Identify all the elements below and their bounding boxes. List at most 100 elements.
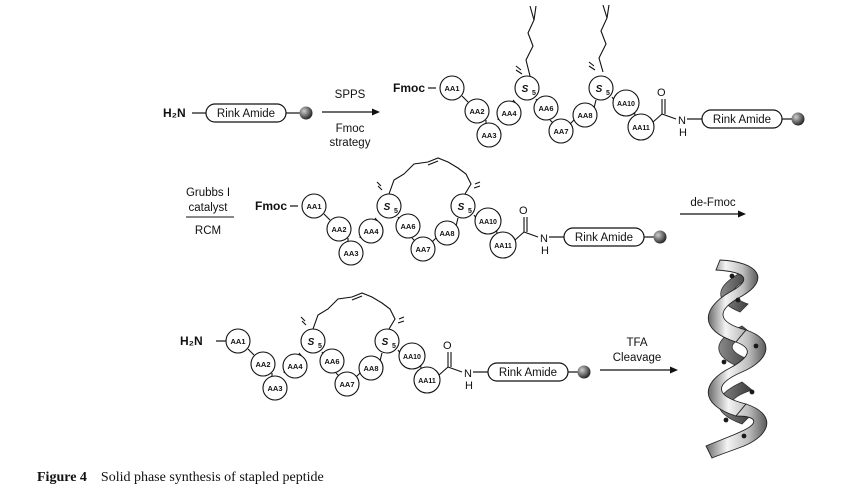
- olefin-side-chain: [515, 5, 537, 77]
- svg-text:AA7: AA7: [415, 245, 430, 254]
- res-aa2: AA2: [250, 351, 276, 377]
- svg-text:AA2: AA2: [255, 360, 270, 369]
- svg-text:N: N: [464, 368, 472, 380]
- spps-label: SPPS: [335, 89, 366, 101]
- alpha-helix-ribbon: [705, 259, 768, 459]
- resin-bead: [577, 365, 591, 379]
- svg-text:AA1: AA1: [444, 84, 459, 93]
- amide-n: N: [678, 115, 686, 127]
- res-aa4: AA4: [358, 218, 384, 244]
- fmoc-label: Fmoc: [393, 81, 425, 95]
- fmoc-strategy-line2: strategy: [330, 137, 371, 149]
- svg-text:5: 5: [392, 343, 396, 350]
- res-aa6: AA6: [319, 348, 345, 374]
- res-aa11: AA11: [489, 231, 517, 259]
- h2n-label: H₂N: [180, 334, 203, 348]
- res-aa2: AA2: [464, 98, 490, 124]
- svg-text:AA3: AA3: [343, 249, 358, 258]
- svg-text:AA10: AA10: [403, 354, 421, 361]
- svg-text:Rink Amide: Rink Amide: [575, 232, 633, 244]
- svg-text:AA8: AA8: [363, 364, 378, 373]
- carbonyl-o: O: [657, 87, 666, 99]
- step-arrow-tfa: TFA Cleavage: [600, 337, 678, 374]
- res-aa2: AA2: [326, 216, 352, 242]
- svg-text:S: S: [384, 202, 391, 213]
- svg-text:AA4: AA4: [501, 109, 517, 118]
- res-s5-b: S 5: [374, 328, 400, 354]
- svg-text:AA6: AA6: [324, 357, 339, 366]
- grubbs-line2: catalyst: [189, 202, 229, 214]
- peptide-stapled-fmoc: Fmoc O N H Rink Amide: [255, 157, 667, 266]
- res-aa7: AA7: [334, 371, 360, 397]
- svg-text:5: 5: [394, 208, 398, 215]
- res-aa3: AA3: [476, 122, 502, 148]
- res-s5-a: S 5: [300, 328, 326, 354]
- res-aa7: AA7: [410, 236, 436, 262]
- svg-text:AA8: AA8: [439, 229, 454, 238]
- res-s5-b: S 5: [588, 75, 614, 101]
- res-aa3: AA3: [338, 240, 364, 266]
- svg-text:AA2: AA2: [469, 107, 484, 116]
- svg-text:5: 5: [606, 90, 610, 97]
- res-aa10: AA10: [612, 89, 640, 117]
- svg-text:5: 5: [468, 208, 472, 215]
- svg-text:AA10: AA10: [617, 101, 635, 108]
- svg-text:S: S: [522, 84, 529, 95]
- res-aa7: AA7: [548, 118, 574, 144]
- svg-text:AA11: AA11: [632, 125, 650, 132]
- rink-amide-label: Rink Amide: [217, 108, 275, 120]
- rcm-label: RCM: [195, 225, 221, 237]
- svg-text:N: N: [540, 233, 548, 245]
- res-aa1: AA1: [225, 328, 251, 354]
- step-arrow-defmoc: de-Fmoc: [680, 197, 746, 218]
- tfa-label: TFA: [626, 337, 647, 349]
- svg-text:S: S: [382, 337, 389, 348]
- olefin-side-chain: [588, 4, 610, 73]
- synthesis-scheme: H₂N Rink Amide SPPS Fmoc strategy Fmoc: [163, 4, 805, 459]
- rink-amide-label: Rink Amide: [713, 114, 771, 126]
- res-aa3: AA3: [262, 375, 288, 401]
- res-aa11: AA11: [627, 113, 655, 141]
- res-aa8: AA8: [572, 102, 598, 128]
- svg-text:S: S: [308, 337, 315, 348]
- fmoc-strategy-line1: Fmoc: [336, 123, 365, 135]
- fmoc-label: Fmoc: [255, 199, 287, 213]
- svg-text:H: H: [541, 245, 549, 257]
- res-s5-a: S 5: [376, 193, 402, 219]
- defmoc-label: de-Fmoc: [690, 197, 736, 209]
- res-aa8: AA8: [358, 355, 384, 381]
- svg-text:O: O: [443, 340, 452, 352]
- svg-text:S: S: [596, 84, 603, 95]
- svg-text:AA7: AA7: [553, 127, 568, 136]
- svg-text:AA7: AA7: [339, 380, 354, 389]
- svg-text:H: H: [465, 380, 473, 392]
- svg-text:S: S: [458, 202, 465, 213]
- peptide-stapled-free: H₂N O N H Rink Amide: [180, 292, 591, 401]
- res-aa4: AA4: [282, 353, 308, 379]
- figure-label: Figure 4: [37, 470, 87, 485]
- svg-text:5: 5: [532, 90, 536, 97]
- svg-text:AA6: AA6: [538, 104, 553, 113]
- resin-bead: [791, 112, 805, 126]
- svg-text:AA4: AA4: [287, 362, 303, 371]
- res-aa6: AA6: [533, 95, 559, 121]
- svg-text:AA6: AA6: [400, 222, 415, 231]
- res-aa10: AA10: [398, 342, 426, 370]
- svg-text:AA1: AA1: [230, 337, 245, 346]
- resin-bead: [299, 106, 313, 120]
- res-aa1: AA1: [301, 193, 327, 219]
- svg-text:AA8: AA8: [577, 111, 592, 120]
- svg-text:AA1: AA1: [306, 202, 321, 211]
- res-aa4: AA4: [496, 100, 522, 126]
- step-arrow-spps: SPPS Fmoc strategy: [322, 89, 380, 149]
- svg-text:AA3: AA3: [267, 384, 282, 393]
- peptide-linear: Fmoc O N H Rink Amide: [393, 4, 805, 148]
- svg-text:AA4: AA4: [363, 227, 379, 236]
- svg-text:AA3: AA3: [481, 131, 496, 140]
- hydrocarbon-staple: [376, 157, 481, 195]
- grubbs-line1: Grubbs I: [186, 187, 230, 199]
- svg-text:AA2: AA2: [331, 225, 346, 234]
- res-aa8: AA8: [434, 220, 460, 246]
- res-aa10: AA10: [474, 207, 502, 235]
- res-s5-b: S 5: [450, 193, 476, 219]
